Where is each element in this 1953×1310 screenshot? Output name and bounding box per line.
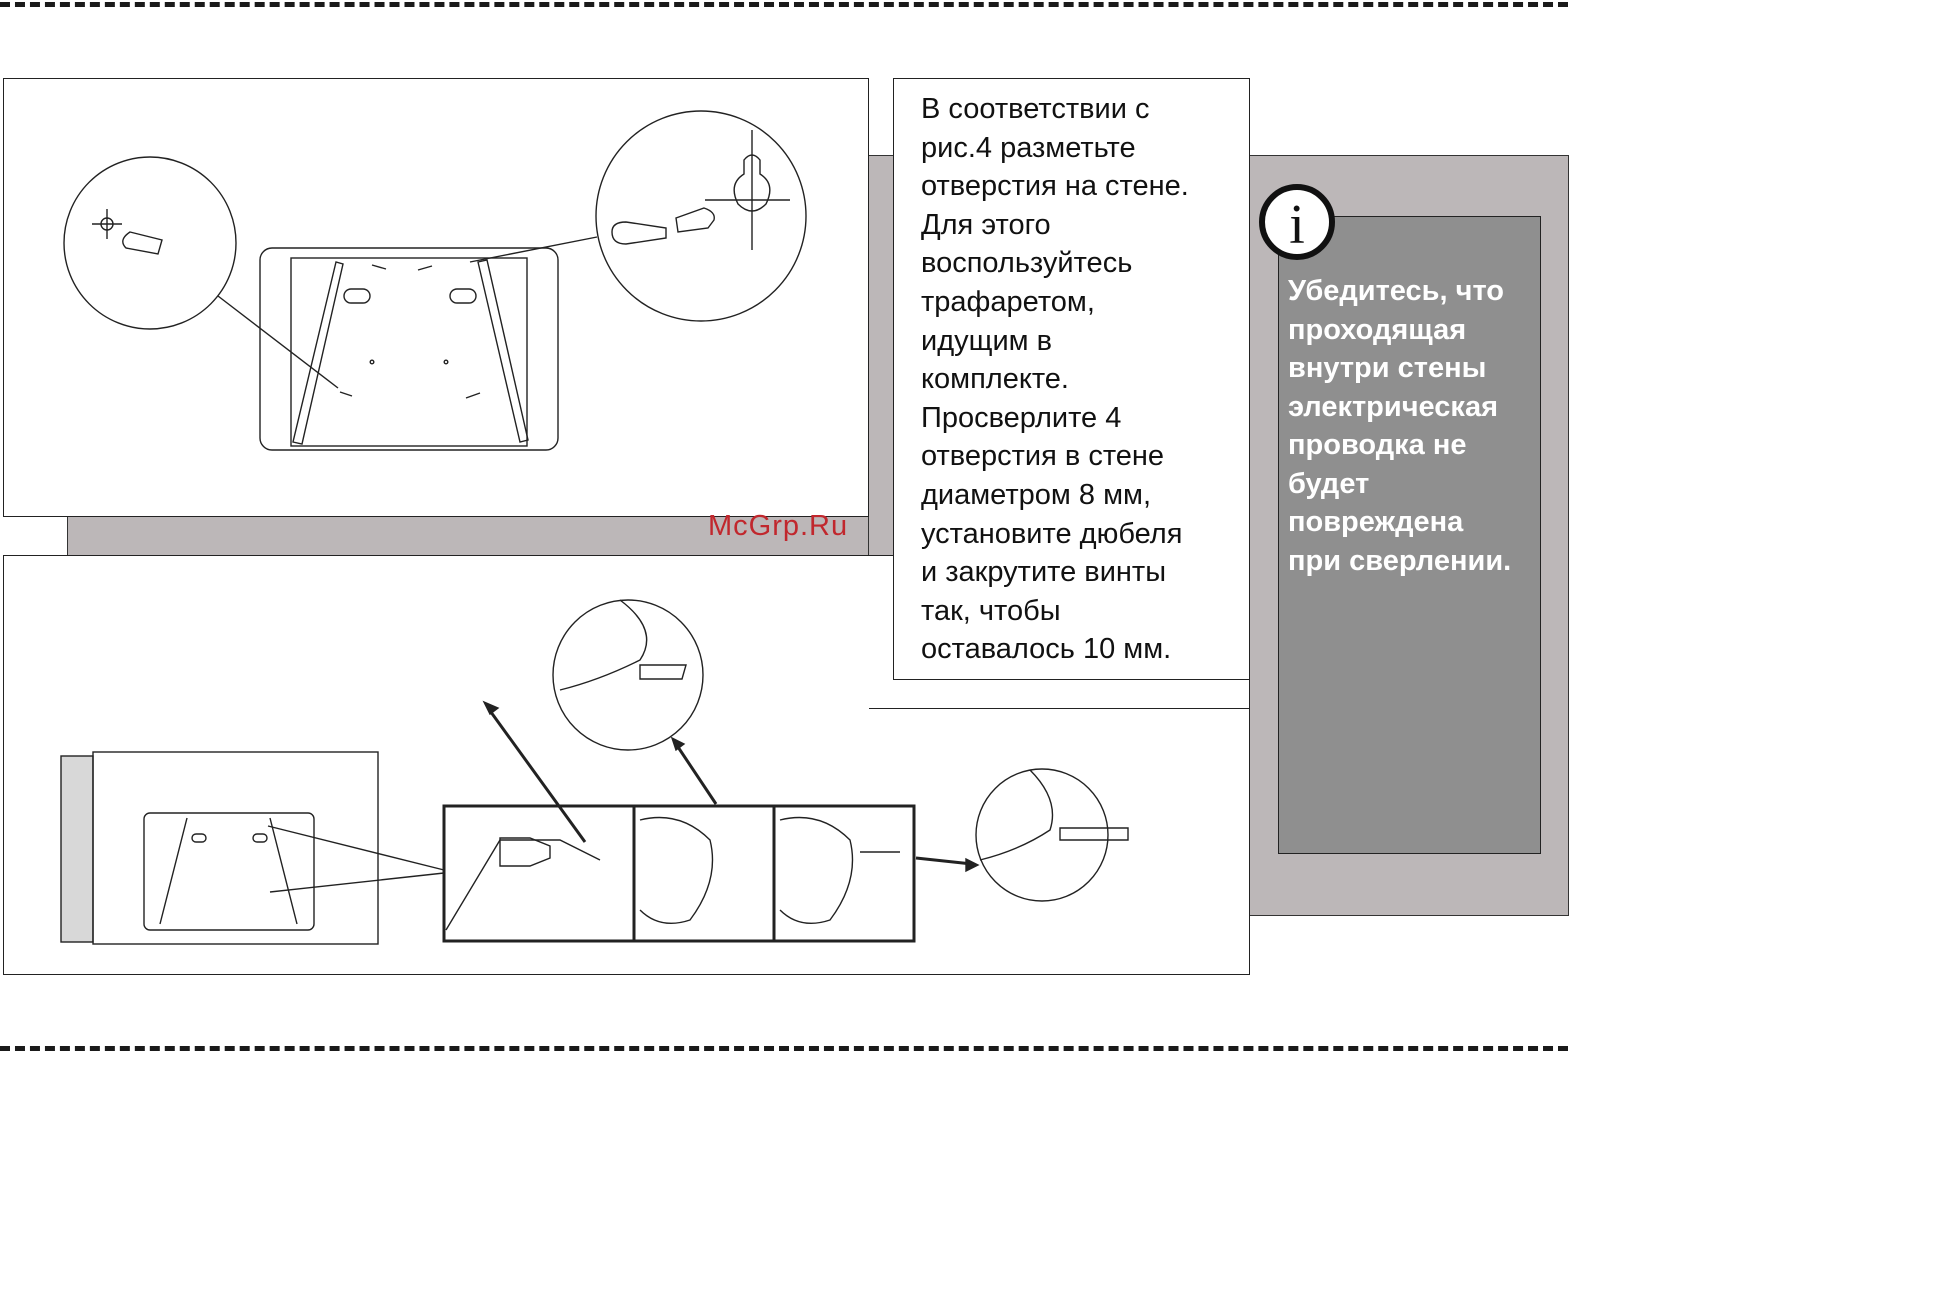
bracket-right-rail <box>477 259 529 443</box>
instruction-line: установите дюбеля <box>921 517 1183 550</box>
wall-panel <box>92 751 379 945</box>
note-line: электрическая <box>1288 390 1498 423</box>
slot-right <box>449 288 477 304</box>
instruction-line: диаметром 8 мм, <box>921 478 1152 511</box>
wall-block <box>60 755 94 943</box>
bracket-outline <box>259 247 559 451</box>
panel-joint <box>869 708 1250 709</box>
bottom-dashed-line <box>0 1046 1568 1051</box>
bracket-small <box>143 812 315 931</box>
slot-left <box>343 288 371 304</box>
instruction-line: идущим в <box>921 324 1053 357</box>
note-line: Убедитесь, что <box>1288 275 1504 307</box>
instruction-line: трафаретом, <box>921 285 1095 318</box>
instruction-line: так, чтобы <box>921 594 1061 627</box>
watermark: McGrp.Ru <box>708 510 849 542</box>
info-icon: i <box>1259 184 1335 260</box>
note-line: внутри стены <box>1288 352 1487 384</box>
note-text: Убедитесь, что проходящая внутри стены э… <box>1288 272 1548 580</box>
instruction-line: комплекте. <box>921 363 1069 396</box>
note-line: проводка не <box>1288 429 1467 461</box>
instruction-line: рис.4 разметьте <box>921 131 1136 164</box>
instruction-line: отверстия на стене. <box>921 170 1189 203</box>
top-dashed-line <box>0 2 1568 7</box>
note-line: при сверлении. <box>1288 544 1512 577</box>
instruction-text: В соответствии с рис.4 разметьте отверст… <box>921 90 1241 669</box>
instruction-line: Для этого <box>921 208 1051 241</box>
technical-illustration <box>60 110 1129 945</box>
instruction-line: и закрутите винты <box>921 556 1167 589</box>
instruction-panel <box>893 78 1250 680</box>
instruction-line: Просверлите 4 <box>921 401 1122 434</box>
top-figure-panel <box>3 78 869 517</box>
instruction-line: отверстия в стене <box>921 440 1165 473</box>
zoom-circle-left <box>63 156 237 330</box>
note-line: будет <box>1288 467 1370 500</box>
step-box-screw <box>772 804 916 943</box>
bracket-left-rail <box>292 261 344 445</box>
note-line: проходящая <box>1288 313 1467 346</box>
note-box <box>1278 216 1541 854</box>
bracket-inner <box>290 257 528 447</box>
instruction-line: воспользуйтесь <box>921 247 1133 280</box>
instruction-line: оставалось 10 мм. <box>921 633 1172 666</box>
instruction-line: В соответствии с <box>921 93 1150 125</box>
zoom-circle-right <box>595 110 807 322</box>
zoom-circle-dowel <box>552 599 704 751</box>
step-box-drill <box>442 804 636 943</box>
info-icon-glyph: i <box>1289 194 1305 256</box>
note-line: повреждена <box>1288 506 1464 538</box>
zoom-circle-screw <box>975 768 1109 902</box>
